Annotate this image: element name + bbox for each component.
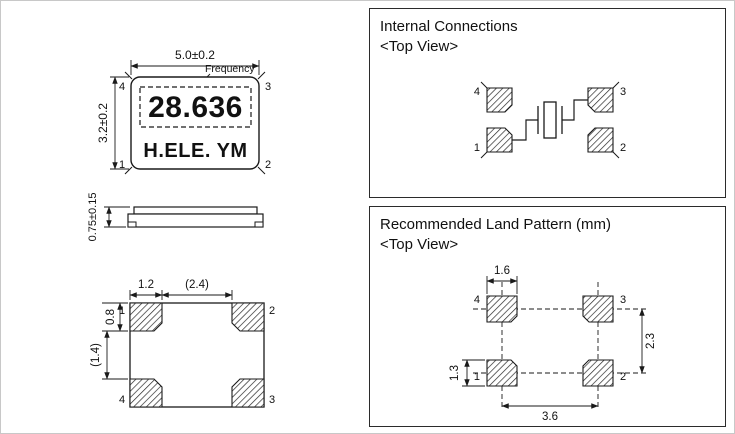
pin-label-tr: 2: [269, 305, 275, 317]
pad-width-label: 1.2: [138, 279, 154, 291]
pad-height-dimension: 0.8 (1.4): [90, 302, 128, 380]
frequency-window: [139, 86, 252, 128]
vertical-pitch-label: 2.3: [645, 333, 657, 349]
pad-top-left: [129, 302, 163, 332]
height-dimension-label: 3.2±0.2: [96, 103, 110, 143]
pad-gap-label: (1.4): [90, 343, 102, 367]
crystal-symbol: [512, 99, 588, 141]
land-pad-bottom-right: [582, 359, 614, 387]
pin-label-bl: 1: [474, 371, 480, 383]
pad-width-label: 1.6: [494, 265, 510, 277]
internal-connections-title: Internal Connections: [380, 18, 518, 35]
package-marking: H.ELE. YM: [143, 140, 247, 162]
pin-label-tr: 3: [620, 294, 626, 306]
pad-bottom-left: [129, 378, 163, 408]
land-pattern-drawing: 1.6 2.3 1.3 3.6 4 3 1 2: [449, 265, 657, 423]
pin-label-br: 3: [269, 394, 275, 406]
thickness-dimension: 0.75±0.15: [87, 193, 130, 242]
frequency-value: 28.636: [148, 91, 243, 124]
pin-label-br: 2: [265, 159, 271, 171]
frequency-callout-label: Frequency: [205, 63, 255, 75]
pin-label-tl: 1: [119, 305, 125, 317]
horizontal-pitch-label: 3.6: [542, 411, 558, 423]
land-pattern-title: Recommended Land Pattern (mm): [380, 216, 611, 233]
package-side-view-drawing: 0.75±0.15: [87, 193, 264, 242]
wire-to-pin-1: [512, 119, 538, 141]
end-terminal-right: [254, 221, 264, 228]
package-outline: [130, 76, 260, 170]
pad-bottom-right: [587, 127, 614, 153]
package-lid: [133, 206, 258, 215]
end-terminal-left: [127, 221, 137, 228]
pad-span-label: (2.4): [185, 279, 209, 291]
pin-label-tr: 3: [265, 81, 271, 93]
pad-height-label: 1.3: [449, 365, 461, 381]
pin-label-tl: 4: [119, 81, 125, 93]
side-profile: [127, 206, 264, 228]
pad-height-dimension: 1.3: [449, 359, 485, 387]
pad-width-dimension: 1.6: [486, 265, 518, 294]
pad-top-right: [587, 87, 614, 113]
land-pattern-panel: Recommended Land Pattern (mm) <Top View>: [369, 206, 726, 427]
wire-to-pin-3: [562, 99, 588, 121]
width-dimension-label: 5.0±0.2: [175, 48, 215, 62]
pin-label-br: 2: [620, 371, 626, 383]
land-pad-top-left: [486, 295, 518, 323]
pad-bottom-left: [486, 127, 513, 153]
crystal-element: [543, 101, 557, 139]
pad-bottom-right: [231, 378, 265, 408]
vertical-pitch-dimension: 2.3: [639, 308, 657, 374]
land-pad-top-right: [582, 295, 614, 323]
pad-width-dimension: 1.2 (2.4): [129, 279, 233, 300]
pin-label-bl: 1: [119, 159, 125, 171]
package-top-view-drawing: 5.0±0.2 Frequency 3.2±0.2 28.636 H.ELE. …: [96, 48, 271, 175]
internal-connections-drawing: 4 3 1 2: [474, 81, 626, 159]
package-bottom-view-drawing: 1.2 (2.4) 0.8 (1.4) 1 2 4 3: [90, 279, 275, 408]
pin-label-tl: 4: [474, 294, 480, 306]
height-dimension: 3.2±0.2: [96, 76, 129, 170]
pin-label-br: 2: [620, 142, 626, 154]
width-dimension: 5.0±0.2: [130, 48, 260, 75]
package-base: [127, 213, 264, 228]
land-pattern-subtitle: <Top View>: [380, 236, 459, 253]
pad-top-left: [486, 87, 513, 113]
pin-label-tr: 3: [620, 86, 626, 98]
pad-top-right: [231, 302, 265, 332]
internal-connections-subtitle: <Top View>: [380, 38, 459, 55]
corner-ticks: [480, 81, 620, 159]
pin-label-bl: 1: [474, 142, 480, 154]
land-pad-bottom-left: [486, 359, 518, 387]
pin-label-bl: 4: [119, 394, 125, 406]
horizontal-pitch-dimension: 3.6: [501, 403, 599, 423]
corner-castellation-ticks: [124, 71, 266, 175]
pin-label-tl: 4: [474, 86, 480, 98]
thickness-dimension-label: 0.75±0.15: [87, 193, 99, 242]
pad-height-label: 0.8: [105, 309, 117, 325]
